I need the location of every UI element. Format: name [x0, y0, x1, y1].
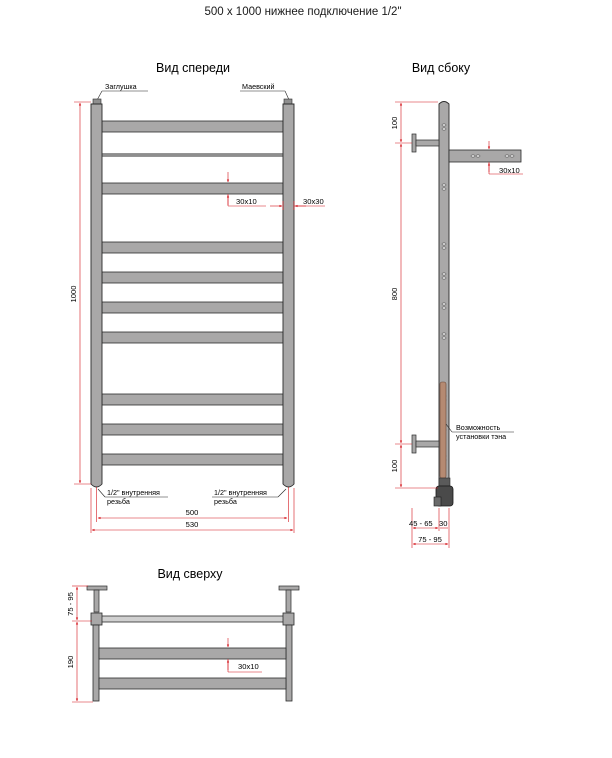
towel-rail — [91, 151, 294, 159]
crossbar — [101, 423, 284, 436]
top-crossbars — [98, 647, 287, 690]
top-rail — [90, 612, 295, 626]
crossbar — [101, 120, 284, 133]
plug-label: Заглушка — [105, 82, 137, 91]
dim-top-vertical — [72, 585, 93, 703]
dim-side-depth-label: 75 - 95 — [418, 535, 442, 544]
front-view-title: Вид спереди — [156, 61, 230, 75]
side-view: Вид сбоку — [390, 61, 523, 548]
thread-right-label-1: 1/2" внутренняя — [214, 488, 267, 497]
dim-height-1000 — [74, 101, 91, 485]
crossbar — [101, 331, 284, 344]
thread-left-label-2: резьба — [107, 497, 130, 506]
crossbar — [101, 241, 284, 254]
dim-side-post-label: 30 — [439, 519, 447, 528]
thread-left-label-1: 1/2" внутренняя — [107, 488, 160, 497]
top-view: Вид сверху — [66, 567, 300, 703]
right-post — [282, 103, 295, 488]
dim-bar-top — [226, 638, 262, 673]
dim-post-front-label: 30x30 — [303, 197, 324, 206]
top-plug-left — [92, 98, 102, 105]
dim-side-middle-label: 800 — [390, 288, 399, 301]
thread-right-label-2: резьба — [214, 497, 237, 506]
dim-bar-front — [226, 172, 266, 207]
wall-bracket-bottom — [411, 434, 440, 454]
dim-center-label: 500 — [186, 508, 199, 517]
heater-label-2: установки тэна — [456, 432, 506, 441]
dim-overall-label: 530 — [186, 520, 199, 529]
crossbar — [98, 647, 287, 660]
top-plug-right — [283, 98, 293, 105]
dim-side-top-label: 100 — [390, 117, 399, 130]
wall-bracket-top — [411, 133, 440, 153]
dim-post-front — [270, 201, 325, 210]
crossbar — [101, 453, 284, 466]
valve-label: Маевский — [242, 82, 275, 91]
crossbar — [101, 393, 284, 406]
side-view-title: Вид сбоку — [412, 61, 471, 75]
dim-bar-top-label: 30x10 — [238, 662, 259, 671]
side-rail — [448, 149, 522, 163]
dim-bar-front-label: 30x10 — [236, 197, 257, 206]
heater-label-1: Возможность — [456, 423, 501, 432]
dim-side-vertical — [395, 101, 438, 489]
dim-side-bottom-label: 100 — [390, 460, 399, 473]
dim-side-offset-label: 45 - 65 — [409, 519, 433, 528]
crossbar — [98, 677, 287, 690]
dim-top-offset-label: 75 - 95 — [66, 592, 75, 616]
top-wall-flanges — [86, 585, 300, 613]
dim-top-depth-label: 190 — [66, 656, 75, 669]
top-view-title: Вид сверху — [157, 567, 223, 581]
left-post — [90, 103, 103, 488]
drawing-title: 500 х 1000 нижнее подключение 1/2" — [204, 6, 401, 18]
front-view: Вид спереди Заглушка Маевский — [69, 61, 325, 533]
dim-width — [90, 487, 295, 533]
crossbar — [101, 271, 284, 284]
dim-height-label: 1000 — [69, 286, 78, 303]
dim-bar-side-label: 30x10 — [499, 166, 520, 175]
dim-bar-side — [487, 141, 523, 175]
heater-element — [433, 381, 454, 507]
front-crossbars — [101, 120, 284, 466]
top-side-arms — [92, 624, 293, 702]
crossbar — [101, 182, 284, 195]
dim-side-horizontal — [411, 508, 450, 548]
crossbar — [101, 301, 284, 314]
